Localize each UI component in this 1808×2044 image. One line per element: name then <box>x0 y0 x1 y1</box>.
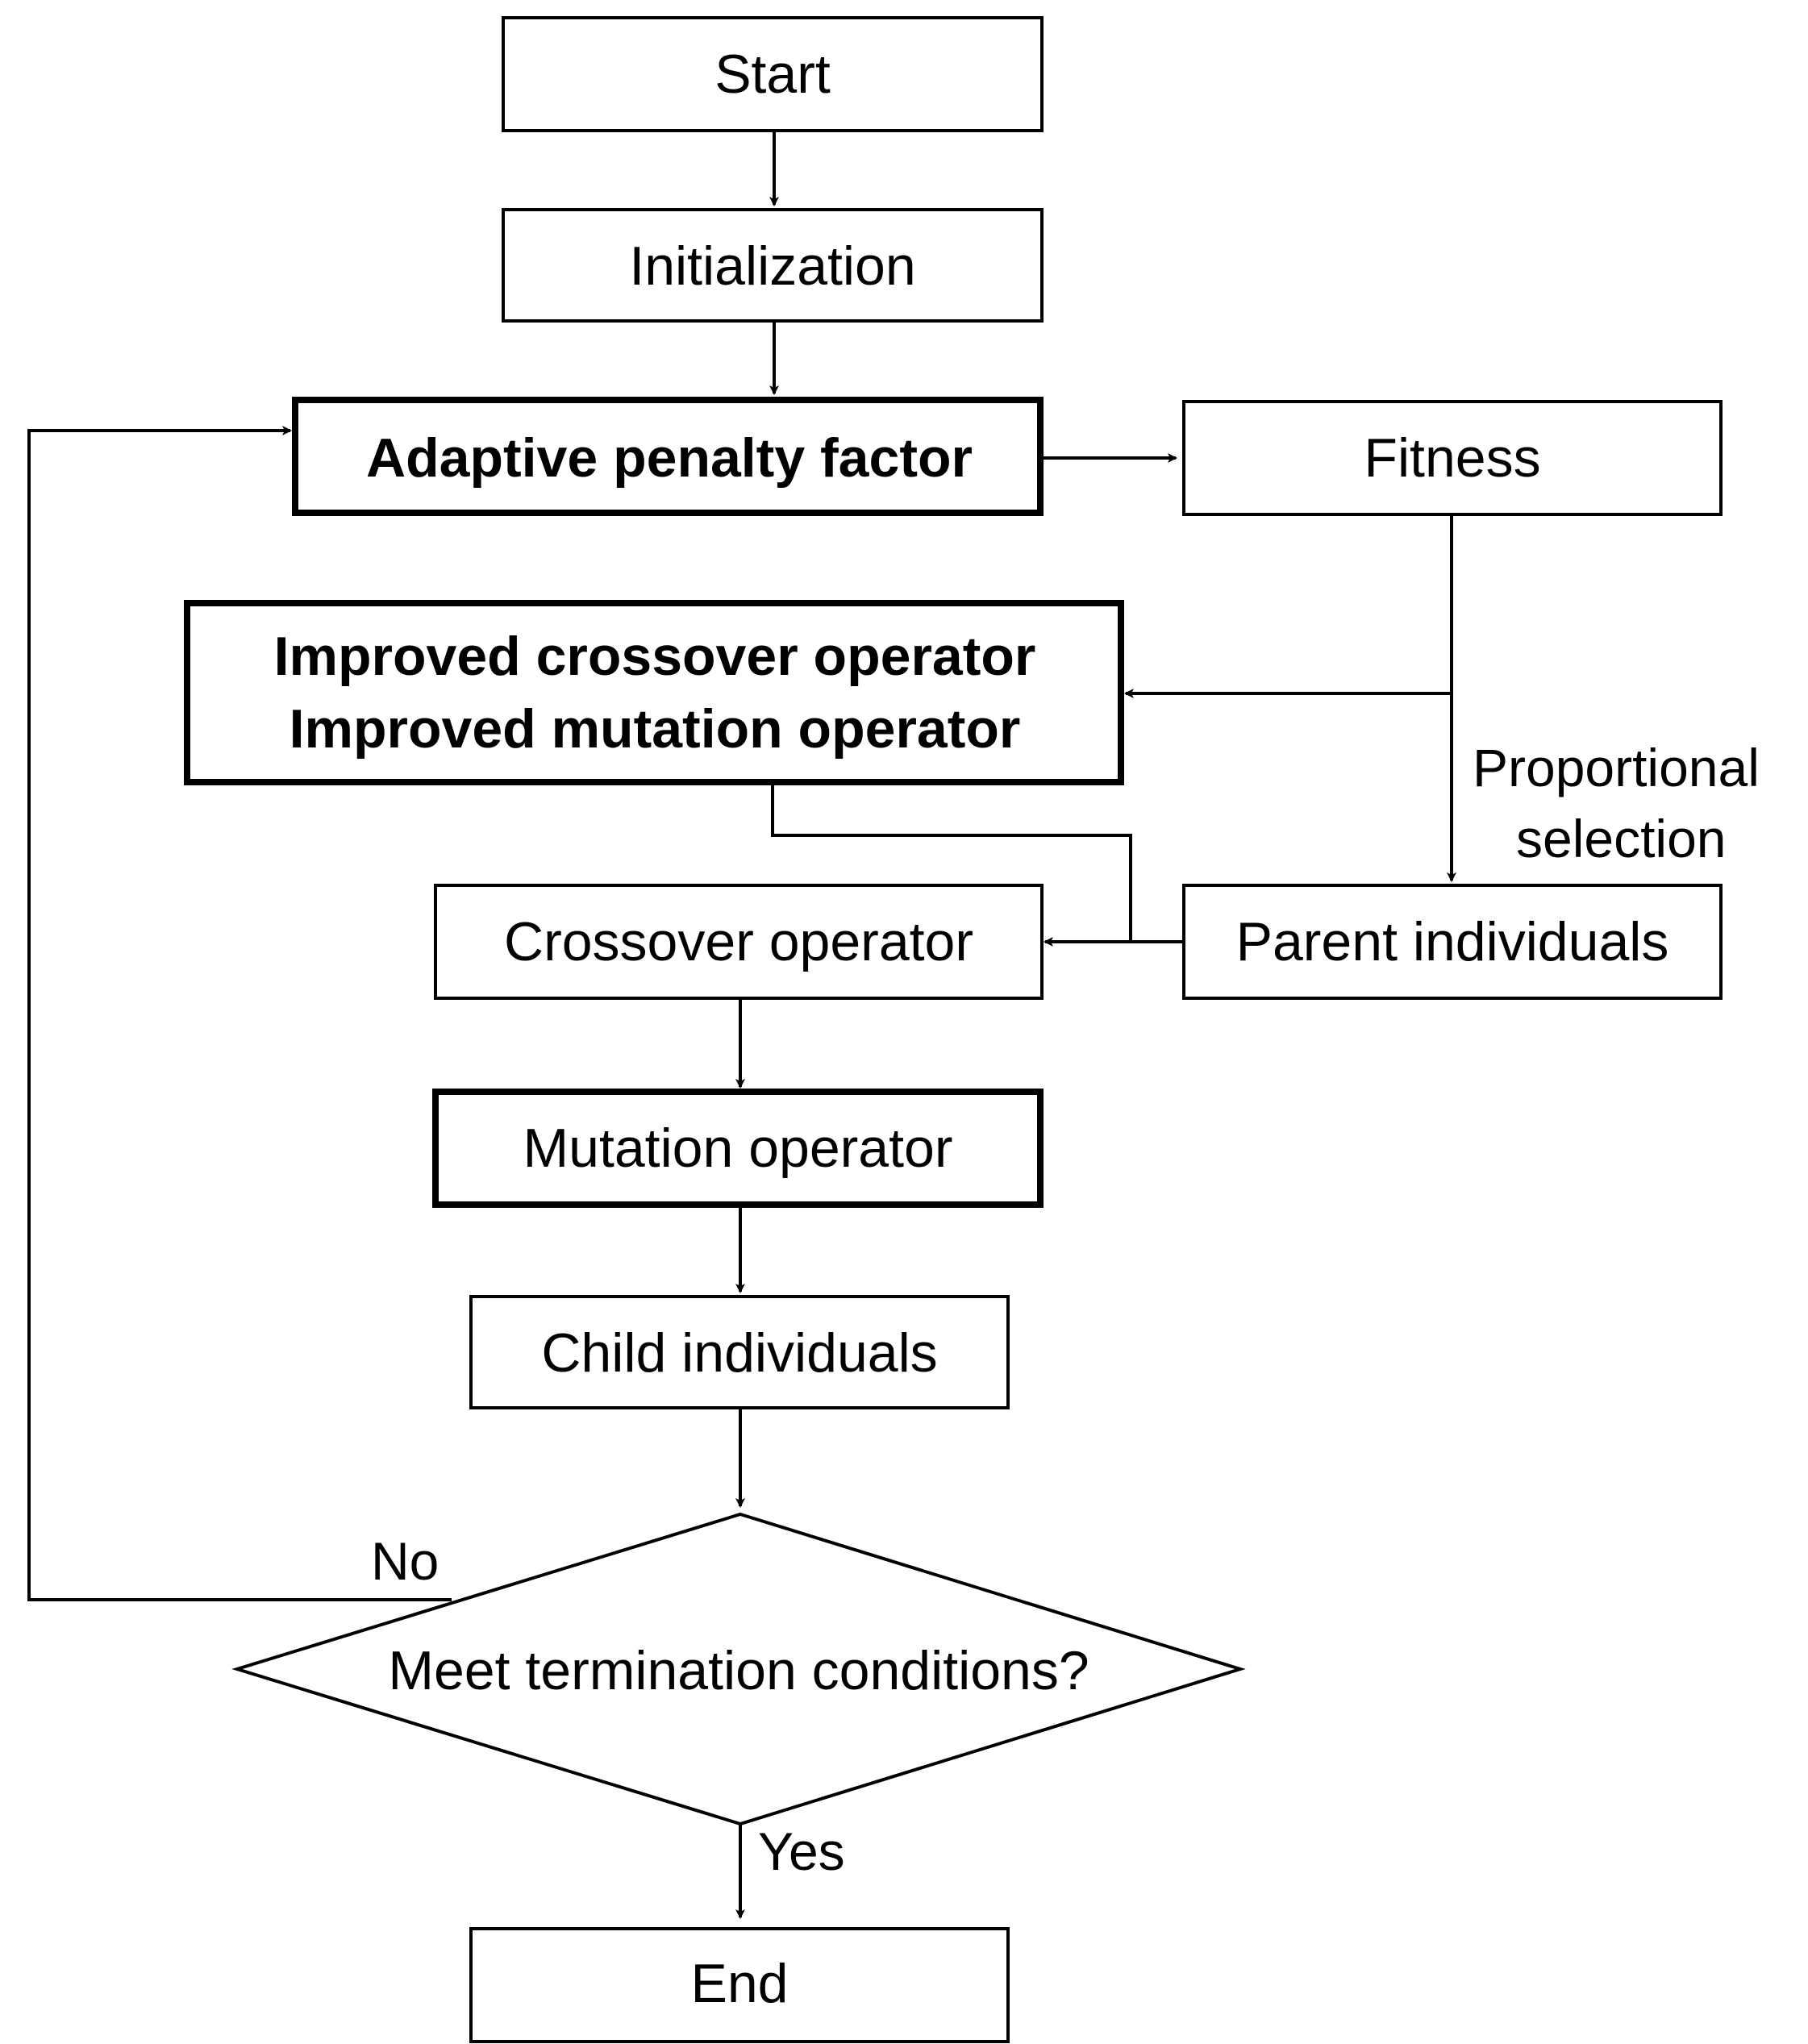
node-improved-mutation-label: Improved mutation operator <box>290 698 1021 760</box>
edge-labels: Proportional selection No Yes <box>371 738 1760 1881</box>
label-no: No <box>371 1531 439 1591</box>
node-parent-individuals: Parent individuals <box>1182 884 1723 1000</box>
node-child-individuals-label: Child individuals <box>541 1322 937 1384</box>
node-fitness: Fitness <box>1182 400 1723 516</box>
label-selection: selection <box>1516 809 1727 868</box>
node-termination-decision: Meet termination conditions? <box>231 1512 1246 1826</box>
node-improved-operators: Improved crossover operator Improved mut… <box>184 600 1124 785</box>
node-child-individuals: Child individuals <box>469 1295 1010 1409</box>
edge-improved-operators-to-crossover <box>771 784 1132 942</box>
node-start-label: Start <box>714 44 831 105</box>
node-parent-individuals-label: Parent individuals <box>1236 911 1669 972</box>
edges <box>27 131 1456 1919</box>
label-proportional: Proportional <box>1473 738 1760 797</box>
node-initialization-label: Initialization <box>629 235 915 297</box>
node-adaptive-penalty-factor-label: Adaptive penalty factor <box>366 427 973 489</box>
node-end-label: End <box>691 1953 789 2014</box>
node-mutation-operator: Mutation operator <box>432 1089 1044 1208</box>
node-adaptive-penalty-factor: Adaptive penalty factor <box>292 397 1044 516</box>
node-fitness-label: Fitness <box>1364 427 1540 489</box>
node-improved-crossover-label: Improved crossover operator <box>274 626 1036 687</box>
node-initialization: Initialization <box>502 208 1044 323</box>
label-yes: Yes <box>758 1821 845 1881</box>
node-termination-decision-label: Meet termination conditions? <box>388 1640 1089 1701</box>
node-crossover-operator: Crossover operator <box>434 884 1044 1000</box>
node-mutation-operator-label: Mutation operator <box>523 1118 953 1179</box>
node-start: Start <box>502 16 1044 132</box>
node-end: End <box>469 1927 1010 2043</box>
node-crossover-operator-label: Crossover operator <box>504 911 973 972</box>
edge-decision-no-loop <box>27 426 452 1601</box>
